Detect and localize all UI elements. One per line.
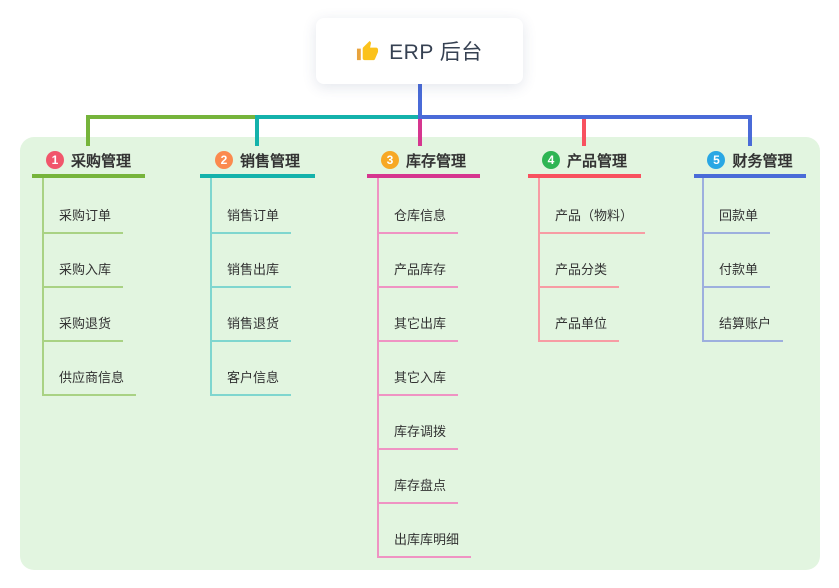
branch-header-finance[interactable]: 5 财务管理 (694, 146, 806, 178)
child-node[interactable]: 库存盘点 (377, 475, 459, 504)
child-node[interactable]: 销售订单 (210, 205, 292, 234)
child-node[interactable]: 产品库存 (377, 259, 459, 288)
child-node[interactable]: 客户信息 (210, 367, 292, 396)
branch-label: 销售管理 (239, 152, 300, 170)
child-node[interactable]: 产品分类 (538, 259, 620, 288)
branch-label: 财务管理 (732, 152, 793, 170)
child-node[interactable]: 采购订单 (42, 205, 124, 234)
child-node[interactable]: 其它入库 (377, 367, 459, 396)
branch-label: 产品管理 (566, 152, 627, 170)
branch-badge: 5 (707, 151, 726, 169)
branch-header-inventory[interactable]: 3 库存管理 (367, 146, 480, 178)
root-node[interactable]: ERP 后台 (316, 18, 523, 84)
child-node[interactable]: 回款单 (702, 205, 771, 234)
branch-badge: 3 (380, 151, 399, 169)
child-node[interactable]: 销售出库 (210, 259, 292, 288)
branch-spine (702, 178, 704, 341)
mindmap-panel (20, 137, 820, 570)
branch-label: 采购管理 (70, 152, 131, 170)
thumbs-up-icon (357, 40, 379, 60)
branch-header-product[interactable]: 4 产品管理 (528, 146, 641, 178)
child-node[interactable]: 出库库明细 (377, 529, 472, 558)
child-node[interactable]: 结算账户 (702, 313, 784, 342)
child-node[interactable]: 产品单位 (538, 313, 620, 342)
child-node[interactable]: 其它出库 (377, 313, 459, 342)
branch-header-purchase[interactable]: 1 采购管理 (32, 146, 145, 178)
child-node[interactable]: 采购退货 (42, 313, 124, 342)
branch-badge: 1 (45, 151, 64, 169)
child-node[interactable]: 产品（物料） (538, 205, 646, 234)
child-node[interactable]: 供应商信息 (42, 367, 137, 396)
root-label: ERP 后台 (389, 41, 483, 64)
child-node[interactable]: 销售退货 (210, 313, 292, 342)
child-node[interactable]: 库存调拨 (377, 421, 459, 450)
child-node[interactable]: 仓库信息 (377, 205, 459, 234)
branch-badge: 4 (541, 151, 560, 169)
branch-spine (377, 178, 379, 557)
branch-header-sales[interactable]: 2 销售管理 (200, 146, 315, 178)
branch-spine (538, 178, 540, 341)
child-node[interactable]: 付款单 (702, 259, 771, 288)
branch-badge: 2 (214, 151, 233, 169)
branch-label: 库存管理 (405, 152, 466, 170)
child-node[interactable]: 采购入库 (42, 259, 124, 288)
